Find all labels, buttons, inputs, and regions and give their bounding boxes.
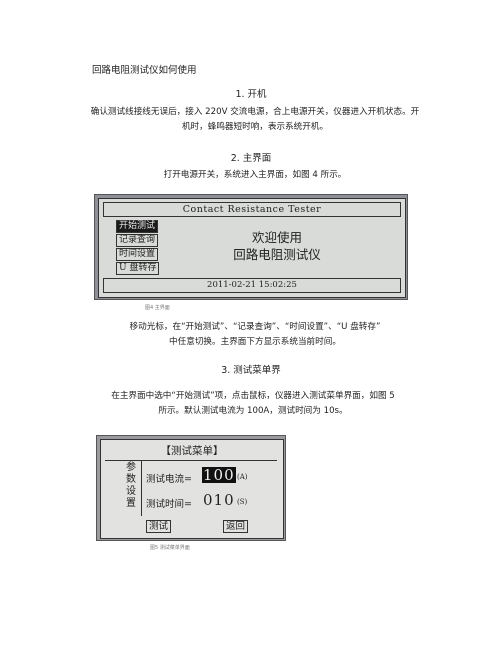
divider [141, 460, 142, 516]
lcd-screen: 【测试菜单】 参 数 设 置 测试电流= 100 (A) 测试时间= 010 (… [100, 439, 284, 539]
side-char: 置 [126, 498, 136, 509]
test-current-label: 测试电流= [146, 474, 192, 485]
para-line: 打开电源开关，系统进入主界面，如图 4 所示。 [163, 170, 347, 180]
doc-title: 回路电阻测试仪如何使用 [92, 65, 197, 76]
side-char: 参 [126, 462, 136, 473]
figure-4-caption: 图4 主界面 [145, 305, 170, 311]
lcd-datetime: 2011-02-21 15:02:25 [103, 278, 401, 293]
section-text-main-screen: 打开电源开关，系统进入主界面，如图 4 所示。 [80, 168, 430, 183]
lcd-header: Contact Resistance Tester [103, 202, 401, 217]
section-text-test-menu: 在主界面中选中“开始测试”项，点击鼠标，仪器进入测试菜单界面，如图 5 所示。默… [62, 389, 444, 419]
lcd-back-button: 返回 [223, 520, 249, 533]
params-side-label: 参 数 设 置 [123, 462, 139, 510]
para-line: 在主界面中选中“开始测试”项，点击鼠标，仪器进入测试菜单界面，如图 5 [111, 391, 395, 401]
side-char: 设 [126, 486, 136, 497]
para-line: 所示。默认测试电流为 100A，测试时间为 10s。 [158, 406, 348, 416]
menu-item-time-setting: 时间设置 [116, 248, 159, 261]
menu-item-start-test: 开始测试 [116, 220, 159, 233]
test-time-label: 测试时间= [146, 499, 192, 510]
divider [105, 460, 277, 461]
section-heading-main-screen: 2. 主界面 [230, 153, 272, 164]
menu-item-usb-export: U 盘转存 [116, 262, 160, 275]
para-line: 中任意切换。主界面下方显示系统当前时间。 [169, 337, 341, 347]
test-time-value: 010 [203, 491, 235, 509]
welcome-text: 欢迎使用 [251, 230, 302, 245]
section-heading-power-on: 1. 开机 [235, 89, 267, 100]
para-line: 移动光标，在“开始测试”、“记录查询”、“时间设置”、“U 盘转存” [129, 322, 381, 332]
menu-item-record-query: 记录查询 [116, 234, 159, 247]
para-line: 确认测试线接线无误后，接入 220V 交流电源，合上电源开关，仪器进入开机状态。… [90, 107, 420, 117]
test-time-unit: (S) [237, 498, 248, 506]
test-current-unit: (A) [237, 473, 248, 481]
lcd-menu-title: 【测试菜单】 [160, 445, 224, 457]
section-text-power-on: 确认测试线接线无误后，接入 220V 交流电源，合上电源开关，仪器进入开机状态。… [80, 105, 430, 135]
figure-test-menu-lcd: 【测试菜单】 参 数 设 置 测试电流= 100 (A) 测试时间= 010 (… [96, 435, 286, 541]
figure-5-caption: 图5 测试菜单界面 [150, 545, 190, 551]
side-char: 数 [126, 474, 136, 485]
welcome-subtitle: 回路电阻测试仪 [233, 247, 321, 262]
paragraph-after-figure-4: 移动光标，在“开始测试”、“记录查询”、“时间设置”、“U 盘转存” 中任意切换… [70, 320, 440, 350]
lcd-test-button: 测试 [146, 520, 172, 533]
section-heading-test-menu: 3. 测试菜单界 [221, 365, 281, 376]
lcd-screen: Contact Resistance Tester 开始测试 记录查询 时间设置… [98, 198, 406, 298]
para-line: 机时，蜂鸣器短时响，表示系统开机。 [181, 122, 329, 132]
test-current-value: 100 [202, 466, 236, 484]
figure-main-screen-lcd: Contact Resistance Tester 开始测试 记录查询 时间设置… [94, 194, 408, 300]
